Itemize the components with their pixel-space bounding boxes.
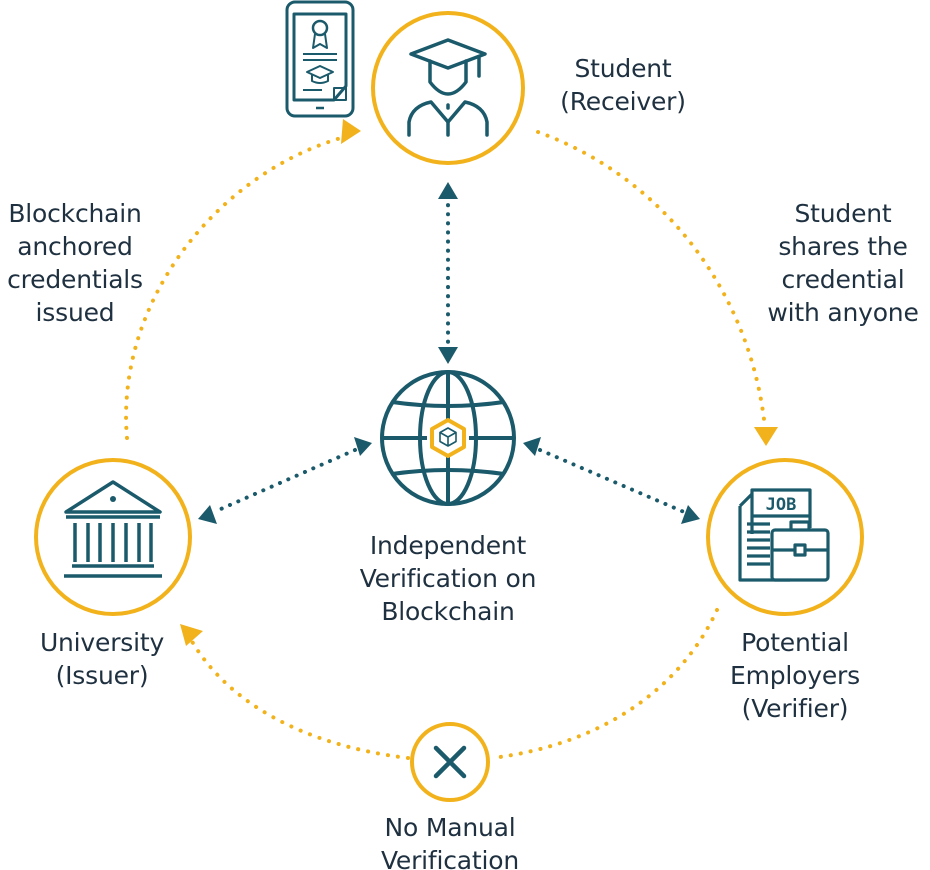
graduate-icon xyxy=(407,38,489,137)
label-no-manual: No Manual Verification xyxy=(380,813,520,870)
arc-student-to-employer xyxy=(536,130,767,430)
link-blockchain-employer xyxy=(538,448,686,514)
phone-certificate-icon xyxy=(285,0,355,118)
label-student-shares: Student shares the credential with anyon… xyxy=(767,199,919,327)
arrowhead-up-student xyxy=(438,182,458,199)
arrowhead-right-blockchain xyxy=(523,437,541,456)
arrowhead-employer xyxy=(681,505,700,524)
arc-nomanual-to-university xyxy=(188,636,410,760)
label-employer: Potential Employers (Verifier) xyxy=(730,628,860,723)
arrowhead-left-blockchain xyxy=(354,437,372,456)
arrowhead-to-student xyxy=(341,119,361,144)
arrowhead-to-employer xyxy=(754,427,778,446)
arrowhead-to-university xyxy=(180,624,203,646)
arrowhead-university xyxy=(198,505,217,524)
job-briefcase-icon: JOB xyxy=(738,488,830,582)
link-blockchain-university xyxy=(212,448,357,514)
arc-university-to-student xyxy=(124,134,350,440)
arc-employer-to-nomanual xyxy=(490,608,719,760)
globe-blockchain-icon xyxy=(380,370,516,506)
label-university: University (Issuer) xyxy=(39,628,165,690)
label-credentials-issued: Blockchain anchored credentials issued xyxy=(7,199,143,327)
student-ring xyxy=(371,11,525,165)
university-building-icon xyxy=(64,480,162,578)
label-student: Student (Receiver) xyxy=(560,54,686,116)
svg-text:JOB: JOB xyxy=(766,495,797,515)
arrowhead-down-blockchain xyxy=(438,347,458,364)
close-x-icon xyxy=(433,745,467,779)
label-blockchain: Independent Verification on Blockchain xyxy=(359,531,537,626)
